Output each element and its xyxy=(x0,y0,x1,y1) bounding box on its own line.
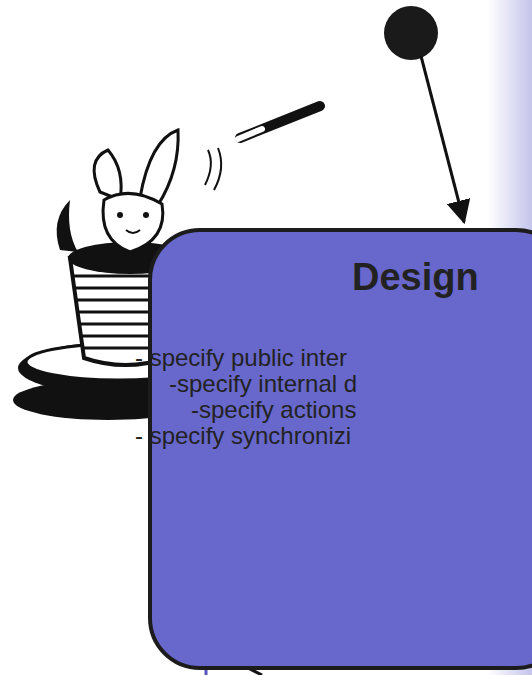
state-activity: -specify internal d xyxy=(169,370,357,398)
initial-state xyxy=(384,6,438,60)
initial-transition xyxy=(421,56,464,222)
state-activity: - specify public inter xyxy=(135,344,347,372)
state-box: Design- specify public inter-specify int… xyxy=(148,228,532,670)
state-name: Design xyxy=(352,256,479,299)
state-activity: -specify actions xyxy=(191,396,356,424)
state-activity: - specify synchronizi xyxy=(135,422,351,450)
